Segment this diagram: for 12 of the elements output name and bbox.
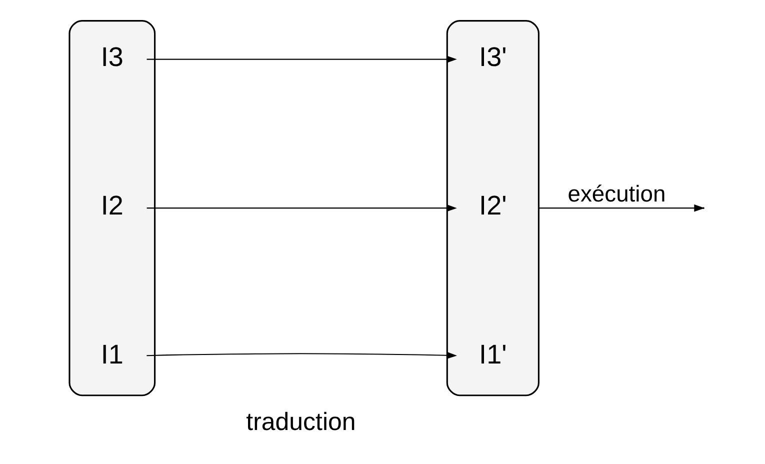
node-text: I1' — [479, 339, 507, 370]
cluster — [68, 20, 156, 396]
node-text: I3' — [479, 42, 507, 72]
label: traduction — [246, 408, 356, 436]
node-text: I1 — [100, 339, 124, 370]
node-text: I3 — [100, 42, 124, 72]
arrow — [146, 352, 458, 360]
node-text: I2' — [479, 190, 507, 221]
edge-label: exécution — [568, 180, 666, 206]
arrow — [146, 204, 457, 212]
node-text: I2 — [100, 190, 124, 221]
arrow — [146, 56, 457, 63]
